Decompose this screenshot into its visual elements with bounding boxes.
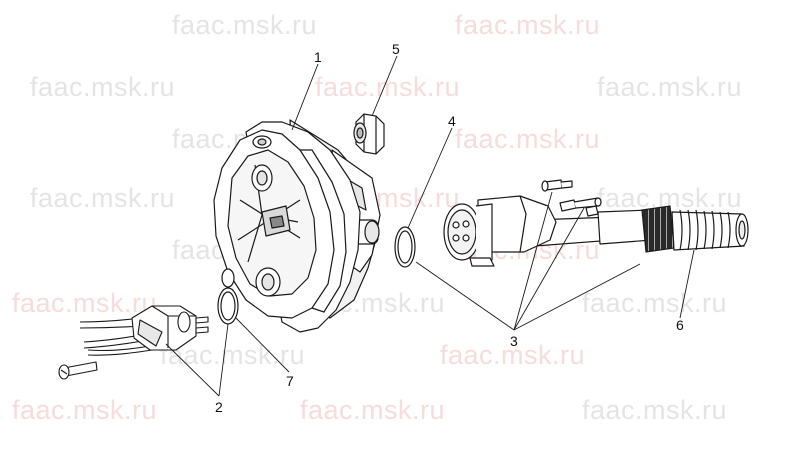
plug-connector	[443, 179, 653, 267]
spring-cable-sleeve	[641, 205, 749, 253]
o-ring-small	[217, 287, 239, 325]
leader-6	[679, 249, 695, 319]
leader-3c	[513, 207, 585, 331]
watermark: faac.msk.ru	[12, 395, 158, 425]
watermark: faac.msk.ru	[582, 288, 728, 318]
connector-block	[58, 305, 209, 380]
watermark: faac.msk.ru	[30, 72, 176, 102]
callout-5: 5	[392, 41, 400, 57]
callout-4: 4	[448, 113, 456, 129]
motor-flange-housing	[213, 119, 381, 333]
watermark: faac.msk.ru	[455, 10, 601, 40]
callout-6: 6	[676, 317, 684, 333]
watermark: faac.msk.ru	[597, 72, 743, 102]
watermark: faac.msk.ru	[30, 183, 176, 213]
watermark: faac.msk.ru	[315, 72, 461, 102]
callout-7: 7	[286, 373, 294, 389]
callout-1: 1	[314, 49, 322, 65]
watermark: faac.msk.ru	[582, 395, 728, 425]
leader-3a	[415, 261, 515, 331]
o-ring	[394, 226, 416, 268]
leader-7	[235, 317, 290, 373]
leader-lines	[165, 55, 695, 397]
watermark: faac.msk.ru	[455, 124, 601, 154]
leader-2a	[165, 343, 220, 397]
watermark: faac.msk.ru	[300, 395, 446, 425]
watermark: faac.msk.ru	[12, 288, 158, 318]
leader-3b	[513, 191, 553, 331]
leader-2b	[218, 323, 229, 397]
leader-3d	[513, 263, 641, 331]
leader-5	[371, 55, 398, 117]
nut	[353, 113, 385, 155]
callout-2: 2	[215, 399, 223, 415]
watermark: faac.msk.ru	[440, 340, 586, 370]
leader-1	[291, 63, 319, 131]
leader-4	[407, 127, 453, 229]
watermark: faac.msk.ru	[172, 10, 318, 40]
callout-3: 3	[510, 333, 518, 349]
